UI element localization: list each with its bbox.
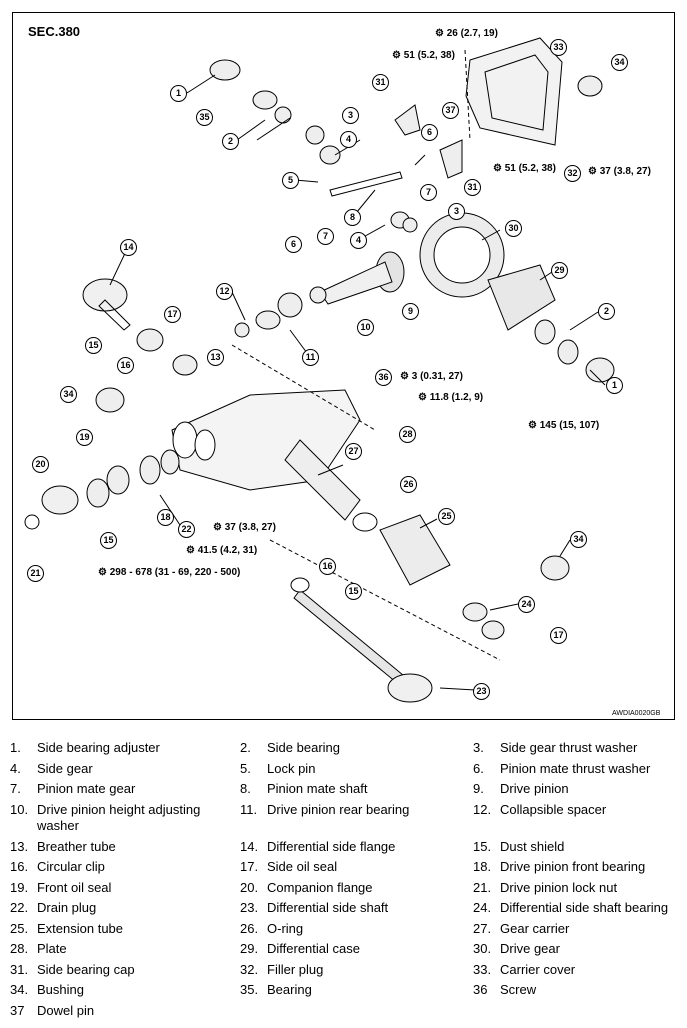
callout-22: 22	[178, 521, 195, 538]
callout-3: 3	[342, 107, 359, 124]
callout-21: 21	[27, 565, 44, 582]
callout-23: 23	[473, 683, 490, 700]
callout-31: 31	[372, 74, 389, 91]
callout-26: 26	[400, 476, 417, 493]
wrench-icon: ⚙	[98, 567, 110, 578]
callout-19: 19	[76, 429, 93, 446]
callout-10: 10	[357, 319, 374, 336]
wrench-icon: ⚙	[186, 545, 198, 556]
wrench-icon: ⚙	[493, 163, 505, 174]
callout-13: 13	[207, 349, 224, 366]
callout-29: 29	[551, 262, 568, 279]
exploded-diagram	[24, 37, 615, 703]
callout-5: 5	[282, 172, 299, 189]
wrench-icon: ⚙	[588, 166, 600, 177]
torque-spec-6: ⚙ 11.8 (1.2, 9)	[418, 392, 484, 403]
callout-33: 33	[550, 39, 567, 56]
callout-35: 35	[196, 109, 213, 126]
callout-34: 34	[570, 531, 587, 548]
callout-2: 2	[598, 303, 615, 320]
torque-spec-8: ⚙ 37 (3.8, 27)	[213, 522, 276, 533]
torque-spec-2: ⚙ 51 (5.2, 38)	[392, 50, 455, 61]
callout-8: 8	[344, 209, 361, 226]
torque-spec-3: ⚙ 51 (5.2, 38)	[493, 163, 556, 174]
wrench-icon: ⚙	[400, 371, 412, 382]
callout-36: 36	[375, 369, 392, 386]
callout-1: 1	[606, 377, 623, 394]
callout-7: 7	[420, 184, 437, 201]
callout-15: 15	[345, 583, 362, 600]
differential-case-part	[487, 264, 556, 331]
callout-25: 25	[438, 508, 455, 525]
callout-27: 27	[345, 443, 362, 460]
callout-15: 15	[85, 337, 102, 354]
torque-spec-10: ⚙ 298 - 678 (31 - 69, 220 - 500)	[98, 567, 241, 578]
callout-17: 17	[550, 627, 567, 644]
wrench-icon: ⚙	[418, 392, 430, 403]
parts-legend: 1.Side bearing adjuster 2.Side bearing 3…	[10, 740, 669, 1018]
callout-2: 2	[222, 133, 239, 150]
wrench-icon: ⚙	[528, 420, 540, 431]
figure-code: AWDIA0020GB	[612, 710, 661, 717]
wrench-icon: ⚙	[435, 28, 447, 39]
callout-34: 34	[60, 386, 77, 403]
callout-11: 11	[302, 349, 319, 366]
carrier-cover-part	[465, 37, 563, 146]
callout-6: 6	[421, 124, 438, 141]
side-flange-part	[82, 278, 128, 312]
callout-20: 20	[32, 456, 49, 473]
callout-28: 28	[399, 426, 416, 443]
callout-1: 1	[170, 85, 187, 102]
callout-17: 17	[164, 306, 181, 323]
torque-spec-9: ⚙ 41.5 (4.2, 31)	[186, 545, 258, 556]
diagram-frame	[12, 12, 675, 720]
callout-18: 18	[157, 509, 174, 526]
callout-7: 7	[317, 228, 334, 245]
torque-spec-5: ⚙ 3 (0.31, 27)	[400, 371, 463, 382]
callout-9: 9	[402, 303, 419, 320]
callout-3: 3	[448, 203, 465, 220]
wrench-icon: ⚙	[213, 522, 225, 533]
callout-4: 4	[340, 131, 357, 148]
torque-spec-7: ⚙ 145 (15, 107)	[528, 420, 600, 431]
callout-16: 16	[117, 357, 134, 374]
callout-34: 34	[611, 54, 628, 71]
callout-16: 16	[319, 558, 336, 575]
callout-31: 31	[464, 179, 481, 196]
companion-flange-part	[41, 485, 79, 515]
callout-4: 4	[350, 232, 367, 249]
callout-15: 15	[100, 532, 117, 549]
section-title: SEC.380	[28, 24, 81, 39]
callout-37: 37	[442, 102, 459, 119]
callout-12: 12	[216, 283, 233, 300]
callout-24: 24	[518, 596, 535, 613]
callout-14: 14	[120, 239, 137, 256]
callout-30: 30	[505, 220, 522, 237]
torque-spec-4: ⚙ 37 (3.8, 27)	[588, 166, 651, 177]
wrench-icon: ⚙	[392, 50, 404, 61]
callout-32: 32	[564, 165, 581, 182]
callout-6: 6	[285, 236, 302, 253]
extension-tube-part	[379, 514, 451, 586]
torque-spec-1: ⚙ 26 (2.7, 19)	[435, 28, 498, 39]
